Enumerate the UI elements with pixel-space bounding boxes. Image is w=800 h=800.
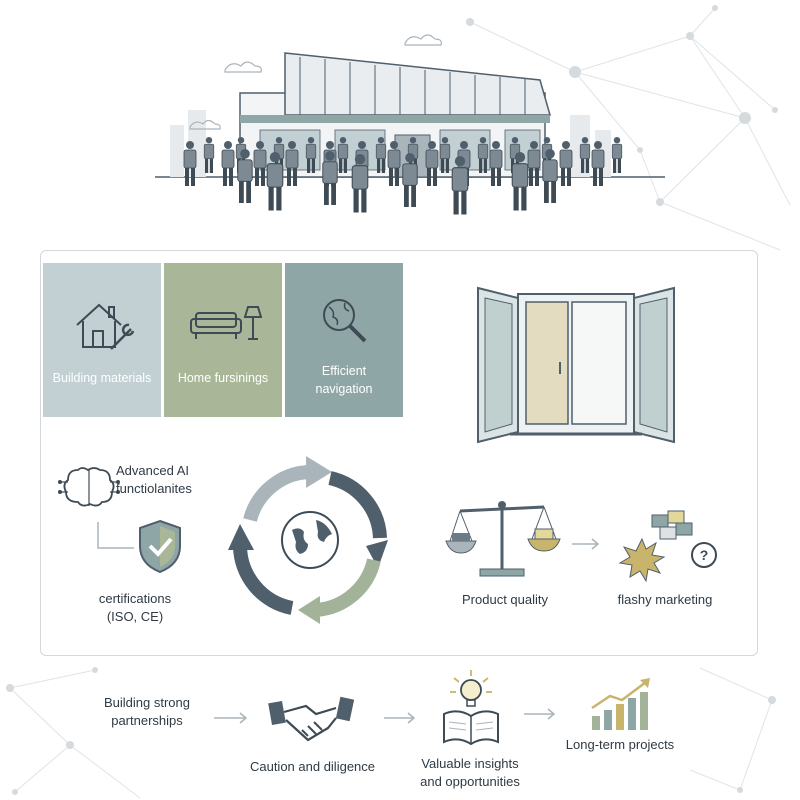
person-figure: [387, 141, 401, 186]
globe-icon: [281, 511, 339, 569]
person-figure: [511, 152, 529, 211]
person-figure: [337, 137, 349, 173]
person-figure: [542, 149, 558, 203]
person-figure: [203, 137, 215, 173]
person-figure: [237, 149, 253, 203]
tile-home-furnishings: Home fursinings: [164, 263, 282, 417]
growth-chart-icon: [591, 678, 650, 730]
connector-line: [97, 522, 134, 549]
person-figure: [477, 137, 489, 173]
person-figure: [322, 151, 338, 205]
lightbulb-book-icon: [443, 670, 499, 746]
handshake-icon: [268, 696, 355, 742]
tile-efficient-navigation: Efficient navigation: [285, 263, 403, 417]
cycle-arrows-diagram: [228, 456, 388, 624]
person-figure: [591, 141, 605, 186]
flashy-marketing-label: flashy marketing: [617, 592, 713, 607]
person-figure: [451, 156, 469, 215]
tile-label: Home fursinings: [177, 371, 269, 385]
product-quality-label: Product quality: [462, 592, 548, 607]
svg-text:?: ?: [700, 547, 709, 563]
person-figure: [527, 141, 541, 186]
person-figure: [305, 137, 317, 173]
person-figure: [611, 137, 623, 173]
person-figure: [439, 137, 451, 173]
person-figure: [351, 154, 369, 213]
shield-check-icon: [139, 519, 181, 574]
certifications-label: certifications (ISO, CE): [98, 591, 172, 624]
person-figure: [425, 141, 439, 186]
person-figure: [285, 141, 299, 186]
flashy-marketing-icon: ?: [618, 510, 717, 583]
arrow-right-icon: [384, 712, 416, 724]
person-figure: [559, 141, 573, 186]
arrow-right-icon: [524, 708, 556, 720]
person-figure: [266, 152, 284, 211]
sofa-lamp-icon: [190, 306, 262, 340]
person-figure: [221, 141, 235, 186]
long-term-label: Long-term projects: [565, 737, 675, 752]
tile-building-materials: Building materials: [43, 263, 161, 417]
building-crowd-illustration: [155, 34, 665, 215]
arrow-right-icon: [214, 712, 248, 724]
person-figure: [489, 141, 503, 186]
caution-label: Caution and diligence: [249, 759, 376, 774]
person-figure: [183, 141, 197, 186]
person-figure: [579, 137, 591, 173]
ai-label: Advanced AI functiolanites: [116, 463, 192, 496]
person-figure: [375, 137, 387, 173]
insights-label: Valuable insights and opportunities: [420, 756, 520, 789]
brain-circuit-icon: [58, 467, 120, 507]
partnerships-label: Building strong partnerships: [104, 695, 190, 728]
arrow-right-icon: [572, 538, 600, 550]
balance-scale-icon: [445, 501, 561, 577]
tile-label: Building materials: [52, 371, 152, 385]
window-illustration: [477, 286, 675, 444]
tile-label: Efficient navigation: [315, 364, 373, 396]
globe-magnifier-icon: [323, 299, 367, 343]
person-figure: [253, 141, 267, 186]
house-wrench-icon: [76, 303, 135, 350]
person-figure: [402, 153, 418, 207]
